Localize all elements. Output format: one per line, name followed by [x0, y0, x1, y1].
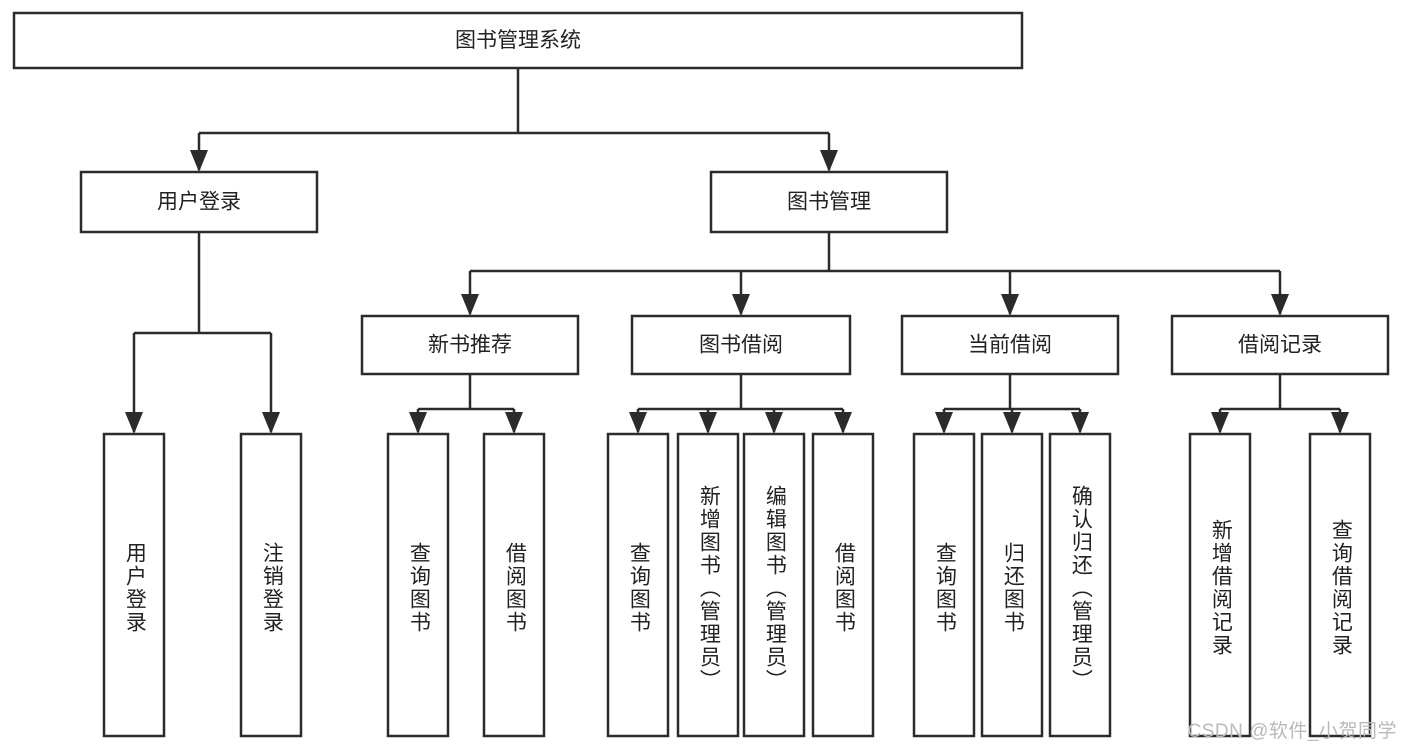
- node-box-leaf-7[interactable]: [811, 432, 875, 738]
- arrow-leaf-4: [629, 412, 647, 434]
- node-label-root: 图书管理系统: [455, 29, 581, 52]
- node-box-leaf-3[interactable]: [482, 432, 546, 738]
- node-label-level3-2: 当前借阅: [968, 334, 1052, 357]
- arrow-leaf-9: [1003, 412, 1021, 434]
- arrow-leaf-10: [1071, 412, 1089, 434]
- node-box-level2-0[interactable]: [79, 170, 319, 234]
- node-box-level2-1[interactable]: [709, 170, 949, 234]
- node-box-leaf-0[interactable]: [102, 432, 166, 738]
- arrow-level3-1: [732, 294, 750, 316]
- arrow-level3-2: [1001, 294, 1019, 316]
- node-box-leaf-1[interactable]: [239, 432, 303, 738]
- arrow-leaf-5: [699, 412, 717, 434]
- node-label-level3-3: 借阅记录: [1238, 334, 1322, 357]
- arrow-leaf-8: [935, 412, 953, 434]
- node-box-leaf-8[interactable]: [912, 432, 976, 738]
- node-box-leaf-5[interactable]: [676, 432, 740, 738]
- node-box-leaf-2[interactable]: [386, 432, 450, 738]
- arrow-level3-0: [461, 294, 479, 316]
- node-box-level3-0[interactable]: [360, 314, 580, 376]
- node-box-leaf-10[interactable]: [1048, 432, 1112, 738]
- arrow-leaf-3: [505, 412, 523, 434]
- arrow-root-to-books: [820, 150, 838, 172]
- arrow-leaf-12: [1331, 412, 1349, 434]
- arrow-level3-3: [1271, 294, 1289, 316]
- node-label-level3-1: 图书借阅: [699, 334, 783, 357]
- node-box-leaf-6[interactable]: [742, 432, 806, 738]
- node-box-leaf-9[interactable]: [980, 432, 1044, 738]
- node-box-leaf-4[interactable]: [606, 432, 670, 738]
- node-box-leaf-12[interactable]: [1308, 432, 1372, 738]
- node-box-level3-1[interactable]: [630, 314, 852, 376]
- arrow-leaf-6: [765, 412, 783, 434]
- node-label-level2-0: 用户登录: [157, 191, 241, 214]
- arrow-leaf-0: [125, 412, 143, 434]
- arrow-leaf-1: [262, 412, 280, 434]
- node-box-level3-2[interactable]: [900, 314, 1120, 376]
- node-label-level2-1: 图书管理: [787, 191, 871, 214]
- arrow-leaf-7: [834, 412, 852, 434]
- box-layer: [12, 11, 1390, 738]
- node-box-root[interactable]: [12, 11, 1024, 70]
- node-label-level3-0: 新书推荐: [428, 334, 512, 357]
- arrow-leaf-2: [409, 412, 427, 434]
- arrow-root-to-user: [190, 150, 208, 172]
- arrow-leaf-11: [1211, 412, 1229, 434]
- node-box-level3-3[interactable]: [1170, 314, 1390, 376]
- watermark-text: CSDN @软件_小贺同学: [1187, 721, 1397, 742]
- connector-layer: [125, 68, 1349, 434]
- node-box-leaf-11[interactable]: [1188, 432, 1252, 738]
